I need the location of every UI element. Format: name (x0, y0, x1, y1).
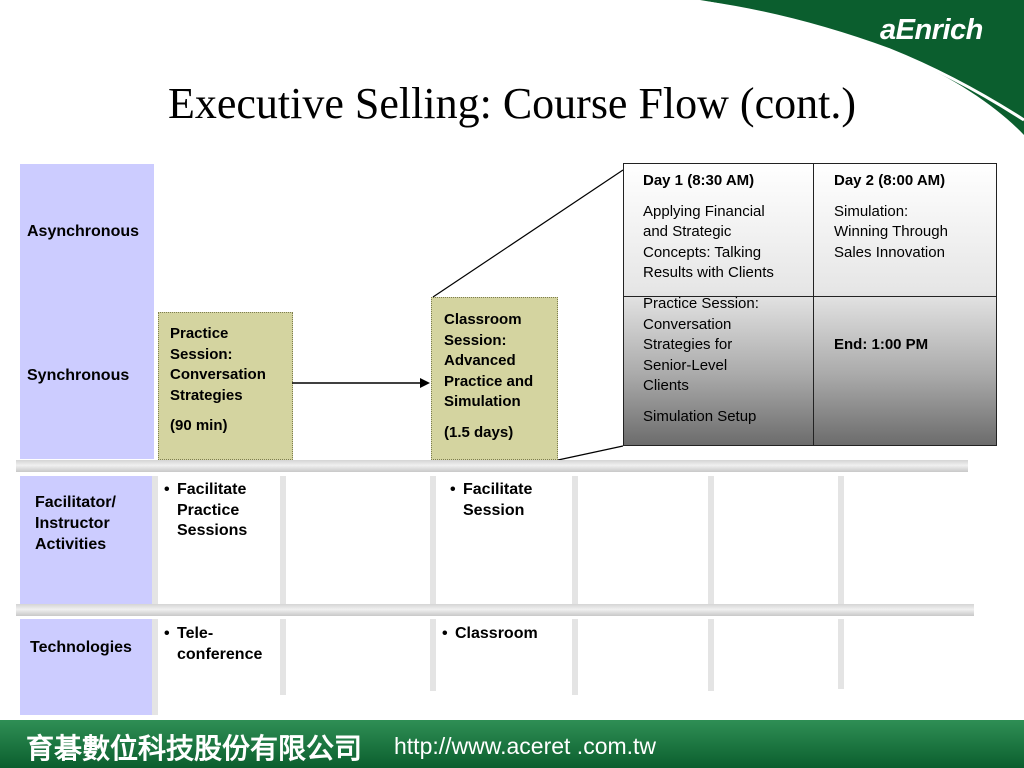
day2-top-line: Simulation: (834, 202, 909, 220)
practice-line: Session: (170, 345, 233, 363)
facilitator-item-line: Facilitate (463, 481, 533, 498)
grid-line (708, 619, 714, 691)
classroom-session-text: Classroom Session: Advanced Practice and… (444, 310, 533, 443)
bullet-dot: • (164, 625, 170, 642)
day1-top-line: Concepts: Talking (643, 243, 762, 261)
bullet-dot: • (450, 481, 456, 498)
classroom-line: Advanced (444, 352, 516, 369)
facilitator-label-cell (20, 476, 152, 604)
practice-line: Practice (170, 325, 229, 342)
grid-line (152, 619, 158, 715)
day2-top-cell: Day 2 (8:00 AM) Simulation: Winning Thro… (834, 171, 994, 263)
day1-bottom-line: Conversation (643, 315, 732, 333)
practice-session-text: Practice Session: Conversation Strategie… (170, 324, 266, 437)
technology-item-teleconference: • Tele- conference (164, 624, 279, 668)
technology-item-classroom: • Classroom (442, 624, 570, 646)
row-label-technologies: Technologies (30, 639, 132, 656)
day2-end-time: End: 1:00 PM (834, 336, 929, 353)
facilitator-label-line: Facilitator/ (35, 494, 116, 511)
grid-line (838, 619, 844, 689)
day1-bottom-cell: Practice Session: Conversation Strategie… (643, 294, 808, 427)
grid-line (708, 476, 714, 604)
slide-title: Executive Selling: Course Flow (cont.) (168, 79, 856, 128)
grid-line (572, 476, 578, 604)
classroom-session-box (431, 297, 558, 460)
day1-top-line: and Strategic (643, 223, 732, 240)
bullet-dot: • (442, 625, 448, 642)
day1-bottom-extra: Simulation Setup (643, 407, 757, 425)
bullet-dot: • (164, 481, 170, 498)
flow-arrow (292, 378, 430, 388)
classroom-line: Simulation (444, 393, 521, 410)
day1-top-line: Applying Financial (643, 202, 765, 220)
grid-line (280, 476, 286, 604)
technology-item-line: Classroom (455, 625, 538, 642)
facilitator-label-line: Instructor (35, 515, 110, 532)
technologies-label-cell (20, 619, 152, 715)
grid-line (838, 476, 844, 604)
grid-line (152, 476, 158, 604)
schedule-detail-panel (623, 163, 997, 446)
day1-bottom-line: Clients (643, 377, 689, 394)
practice-duration: (90 min) (170, 417, 228, 434)
grid-line (280, 619, 286, 695)
facilitator-item-line: Practice (177, 501, 240, 519)
row-label-column (20, 164, 154, 459)
technology-item-line: conference (177, 645, 263, 663)
row-label-facilitator: Facilitator/ Instructor Activities (35, 492, 116, 555)
company-logo: aEnrich (880, 14, 983, 46)
practice-line: Strategies (170, 386, 243, 404)
classroom-line: Session: (444, 331, 507, 349)
row-separator-2 (16, 604, 974, 616)
day2-top-line: Sales Innovation (834, 243, 945, 261)
grid-line (430, 476, 436, 604)
day2-bottom-cell: End: 1:00 PM (834, 335, 994, 356)
day1-bottom-line: Practice Session: (643, 295, 759, 312)
day1-bottom-line: Senior-Level (643, 356, 728, 374)
practice-session-box (158, 312, 293, 460)
row-separator-1 (16, 460, 968, 472)
footer-url: http://www.aceret .com.tw (394, 733, 657, 759)
day1-bottom-line: Strategies for (643, 336, 733, 353)
day1-top-cell: Day 1 (8:30 AM) Applying Financial and S… (643, 171, 808, 284)
schedule-horizontal-divider (623, 296, 997, 297)
row-label-synchronous: Synchronous (27, 367, 130, 384)
facilitator-item-session: • Facilitate Session (450, 480, 568, 524)
schedule-vertical-divider (813, 163, 814, 446)
day2-header: Day 2 (8:00 AM) (834, 172, 946, 189)
classroom-line: Classroom (444, 311, 522, 328)
grid-line (430, 619, 436, 691)
classroom-line: Practice and (444, 372, 534, 390)
classroom-duration: (1.5 days) (444, 423, 514, 441)
practice-line: Conversation (170, 366, 266, 383)
footer-bar (0, 720, 1024, 768)
facilitator-item-line: Session (463, 501, 525, 519)
day1-header: Day 1 (8:30 AM) (643, 172, 755, 189)
day1-top-line: Results with Clients (643, 264, 774, 281)
footer-company-name: 育碁數位科技股份有限公司 (26, 733, 363, 764)
facilitator-item-line: Sessions (177, 522, 248, 539)
logo-band (700, 0, 1024, 135)
row-label-asynchronous: Asynchronous (27, 223, 140, 240)
facilitator-item-practice: • Facilitate Practice Sessions (164, 480, 279, 544)
day2-top-line: Winning Through (834, 223, 948, 240)
technology-item-line: Tele- (177, 625, 214, 642)
facilitator-item-line: Facilitate (177, 481, 247, 498)
facilitator-label-line: Activities (35, 536, 107, 553)
grid-line (572, 619, 578, 695)
